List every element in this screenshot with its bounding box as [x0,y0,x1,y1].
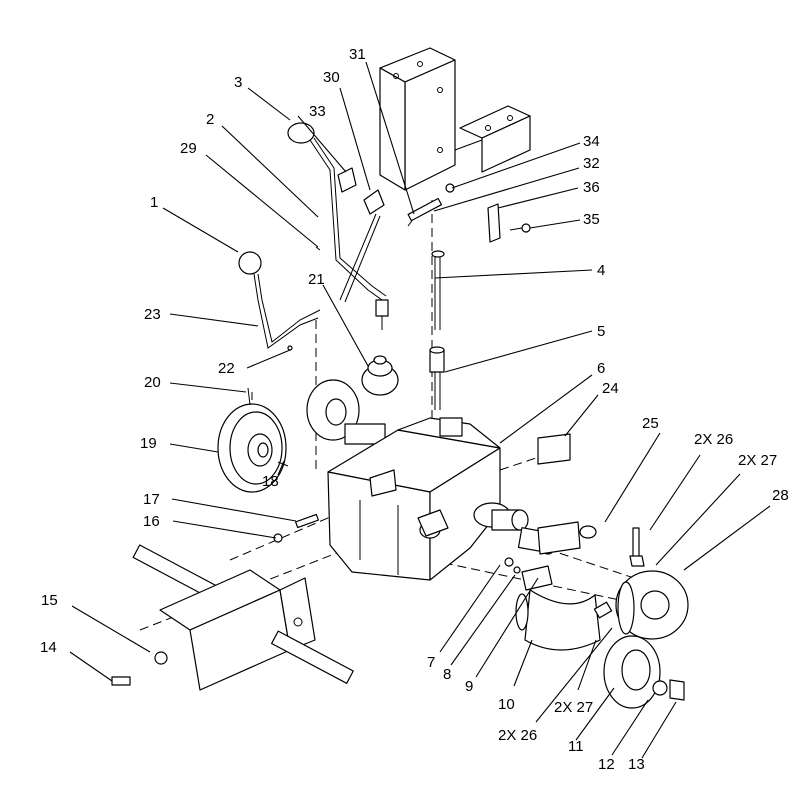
callout-31: 31 [349,46,366,63]
callout-5: 5 [597,323,605,340]
callout-21: 21 [308,271,325,288]
callout-18: 18 [262,473,279,490]
callout-11: 11 [568,738,584,755]
callout-29: 29 [180,140,197,157]
callout-6: 6 [597,360,605,377]
callout-26a: 2X 26 [694,431,733,448]
fasteners [251,183,531,543]
callout-14: 14 [40,639,57,656]
callout-8: 8 [443,666,451,683]
callout-36: 36 [583,179,600,196]
callout-22: 22 [218,360,235,377]
callout-15: 15 [41,592,58,609]
shift-shafts [361,250,445,410]
leader-lines [69,61,771,759]
callout-7: 7 [427,654,435,671]
callout-20: 20 [144,374,161,391]
callout-3: 3 [234,74,242,91]
callout-24: 24 [602,380,619,397]
callout-35: 35 [583,211,600,228]
lower-frame [111,544,354,691]
upper-bracket [379,47,531,191]
callout-26b: 2X 26 [498,727,537,744]
callout-32: 32 [583,155,600,172]
pulley [217,379,386,493]
transmission-housing [327,417,581,581]
callout-4: 4 [597,262,605,279]
callout-28: 28 [772,487,789,504]
callout-27b: 2X 27 [554,699,593,716]
callout-34: 34 [583,133,600,150]
callout-16: 16 [143,513,160,530]
callout-2: 2 [206,111,214,128]
callout-19: 19 [140,435,157,452]
callout-12: 12 [598,756,615,773]
wheel-hub-assembly [504,525,689,709]
callout-27a: 2X 27 [738,452,777,469]
callout-labels: 1 2 3 4 5 6 7 8 9 10 11 12 13 14 15 16 1… [40,46,789,773]
callout-17: 17 [143,491,160,508]
callout-1: 1 [150,194,158,211]
callout-10: 10 [498,696,515,713]
callout-30: 30 [323,69,340,86]
callout-23: 23 [144,306,161,323]
callout-33: 33 [309,103,326,120]
callout-25: 25 [642,415,659,432]
callout-13: 13 [628,756,645,773]
callout-9: 9 [465,678,473,695]
shift-lever-assembly [238,122,443,349]
